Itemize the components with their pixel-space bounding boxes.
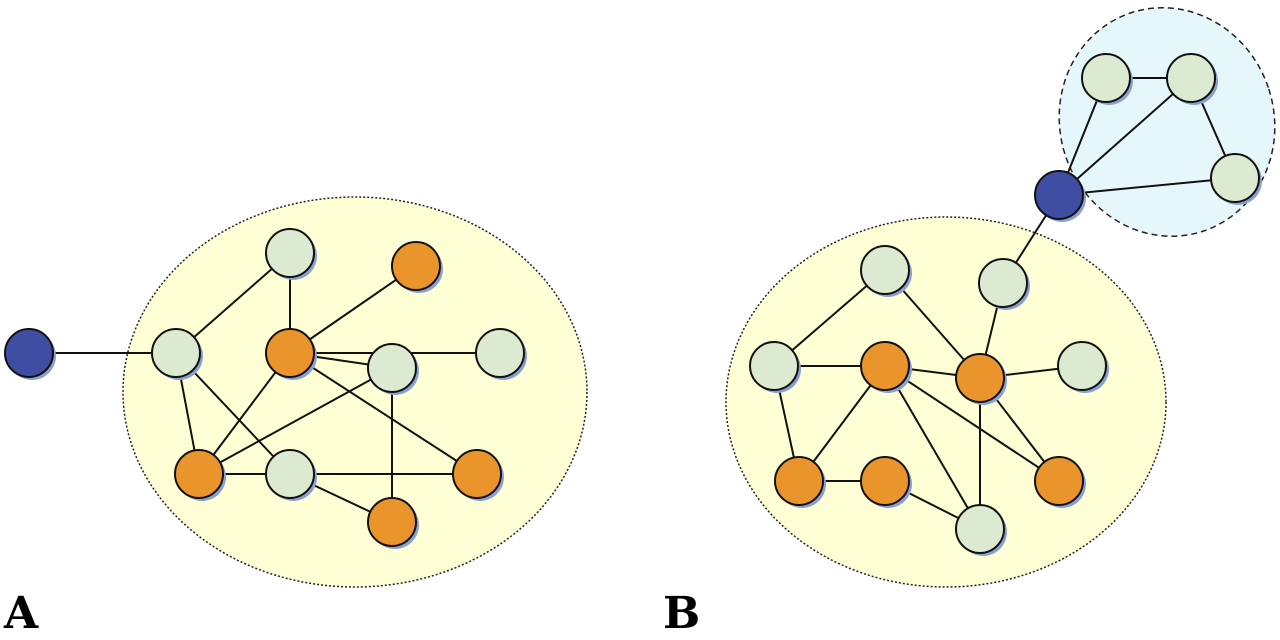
node-peripheral-b-t2: [1166, 53, 1218, 105]
edge-b-n4-b-n10: [884, 365, 1060, 482]
node-core-b-n5: [955, 353, 1007, 405]
node-core-a-n8: [367, 497, 419, 549]
node-circle: [774, 456, 824, 506]
panel-a-label: A: [3, 588, 39, 639]
panel-b-label: B: [663, 588, 700, 639]
edge-a-n1-a-n2: [175, 252, 291, 354]
panel-a-nodes: [4, 228, 527, 549]
node-circle: [475, 328, 525, 378]
node-peripheral-b-n1: [860, 245, 912, 297]
node-core-a-n10: [452, 449, 504, 501]
node-circle: [1081, 53, 1131, 103]
node-peripheral-b-n3: [749, 341, 801, 393]
node-circle: [391, 241, 441, 291]
node-circle: [4, 328, 54, 378]
node-circle: [151, 328, 201, 378]
node-circle: [265, 228, 315, 278]
node-core-a-n4: [265, 328, 317, 380]
edge-b-n4-b-n9: [884, 365, 981, 530]
node-core-a-n5: [174, 449, 226, 501]
node-core-b-n10: [1034, 456, 1086, 508]
edge-a-n3-a-n4: [289, 265, 417, 354]
node-circle: [174, 449, 224, 499]
node-circle: [367, 497, 417, 547]
node-circle: [265, 449, 315, 499]
node-core-b-n4: [860, 341, 912, 393]
edge-a-n5-a-n9: [198, 367, 393, 475]
node-circle: [1210, 153, 1260, 203]
node-peripheral-b-n6: [1057, 341, 1109, 393]
node-peripheral-a-n2: [151, 328, 203, 380]
node-circle: [978, 258, 1028, 308]
panel-a-cluster: [122, 196, 588, 588]
node-circle: [749, 341, 799, 391]
node-bridge-a-bridge: [4, 328, 56, 380]
edge-b-t3-b-bridge: [1058, 177, 1236, 196]
node-circle: [452, 449, 502, 499]
node-peripheral-a-n6: [475, 328, 527, 380]
node-circle: [1034, 456, 1084, 506]
edge-a-n5-a-n4: [198, 352, 291, 475]
node-circle: [955, 353, 1005, 403]
node-peripheral-b-t3: [1210, 153, 1262, 205]
node-peripheral-a-n9: [367, 343, 419, 395]
node-peripheral-b-n2: [978, 258, 1030, 310]
panel-b: B: [663, 6, 1276, 639]
node-circle: [367, 343, 417, 393]
node-circle: [1034, 170, 1084, 220]
panel-a: A: [3, 196, 588, 639]
panel-b-cluster: [725, 216, 1167, 588]
node-core-b-n8: [860, 456, 912, 508]
node-core-b-n7: [774, 456, 826, 508]
node-circle: [860, 456, 910, 506]
node-circle: [1166, 53, 1216, 103]
node-peripheral-b-t1: [1081, 53, 1133, 105]
node-circle: [860, 341, 910, 391]
panel-b-extra-cluster: [1058, 6, 1276, 238]
node-peripheral-b-n9: [955, 504, 1007, 556]
node-circle: [860, 245, 910, 295]
node-circle: [955, 504, 1005, 554]
node-peripheral-a-n1: [265, 228, 317, 280]
node-circle: [265, 328, 315, 378]
node-core-a-n3: [391, 241, 443, 293]
edge-a-n4-a-n10: [289, 352, 478, 475]
panel-b-nodes: [749, 53, 1262, 556]
edge-b-t2-b-bridge: [1058, 77, 1192, 196]
node-bridge-b-bridge: [1034, 170, 1086, 222]
node-peripheral-a-n7: [265, 449, 317, 501]
node-circle: [1057, 341, 1107, 391]
